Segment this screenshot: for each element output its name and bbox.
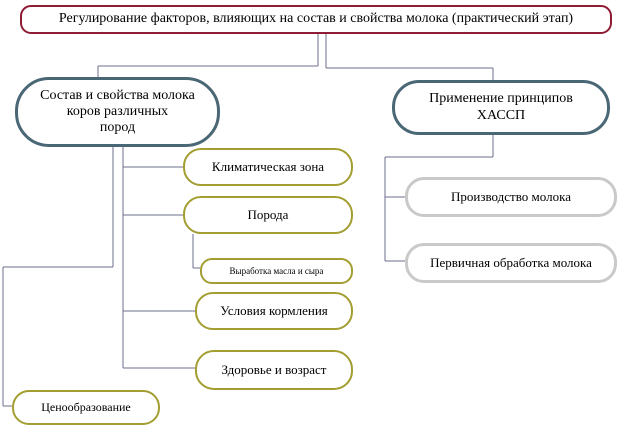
health-age-label: Здоровье и возраст	[221, 361, 327, 377]
milk-production-node: Производство молока	[405, 177, 617, 217]
feeding-conditions-label: Условия кормления	[220, 302, 328, 318]
haccp-label: Применение принципов ХАССП	[429, 91, 573, 123]
haccp-line-2: ХАССП	[476, 107, 526, 123]
climate-zone-label: Климатическая зона	[211, 158, 325, 174]
climate-zone-node: Климатическая зона	[183, 148, 353, 186]
milk-processing-label: Первичная обработка молока	[430, 254, 592, 270]
composition-line-2: коров различных	[66, 103, 169, 119]
milk-processing-node: Первичная обработка молока	[405, 243, 617, 283]
butter-cheese-node: Выработка масла и сыра	[200, 258, 353, 284]
pricing-label: Ценообразование	[41, 399, 131, 414]
haccp-node: Применение принципов ХАССП	[392, 80, 610, 135]
composition-line-1: Состав и свойства молока	[40, 87, 195, 103]
diagram-title: Регулирование факторов, влияющих на сост…	[58, 11, 574, 27]
butter-cheese-label: Выработка масла и сыра	[229, 265, 324, 276]
health-age-node: Здоровье и возраст	[195, 350, 353, 390]
diagram-title-box: Регулирование факторов, влияющих на сост…	[20, 5, 612, 34]
milk-production-label: Производство молока	[451, 188, 571, 204]
haccp-line-1: Применение принципов	[429, 91, 573, 107]
composition-label: Состав и свойства молока коров различных…	[40, 88, 195, 136]
feeding-conditions-node: Условия кормления	[195, 292, 353, 330]
breed-node: Порода	[183, 196, 353, 234]
composition-line-3: пород	[99, 120, 136, 136]
pricing-node: Ценообразование	[12, 390, 160, 425]
composition-node: Состав и свойства молока коров различных…	[15, 77, 220, 147]
breed-label: Порода	[247, 206, 289, 222]
